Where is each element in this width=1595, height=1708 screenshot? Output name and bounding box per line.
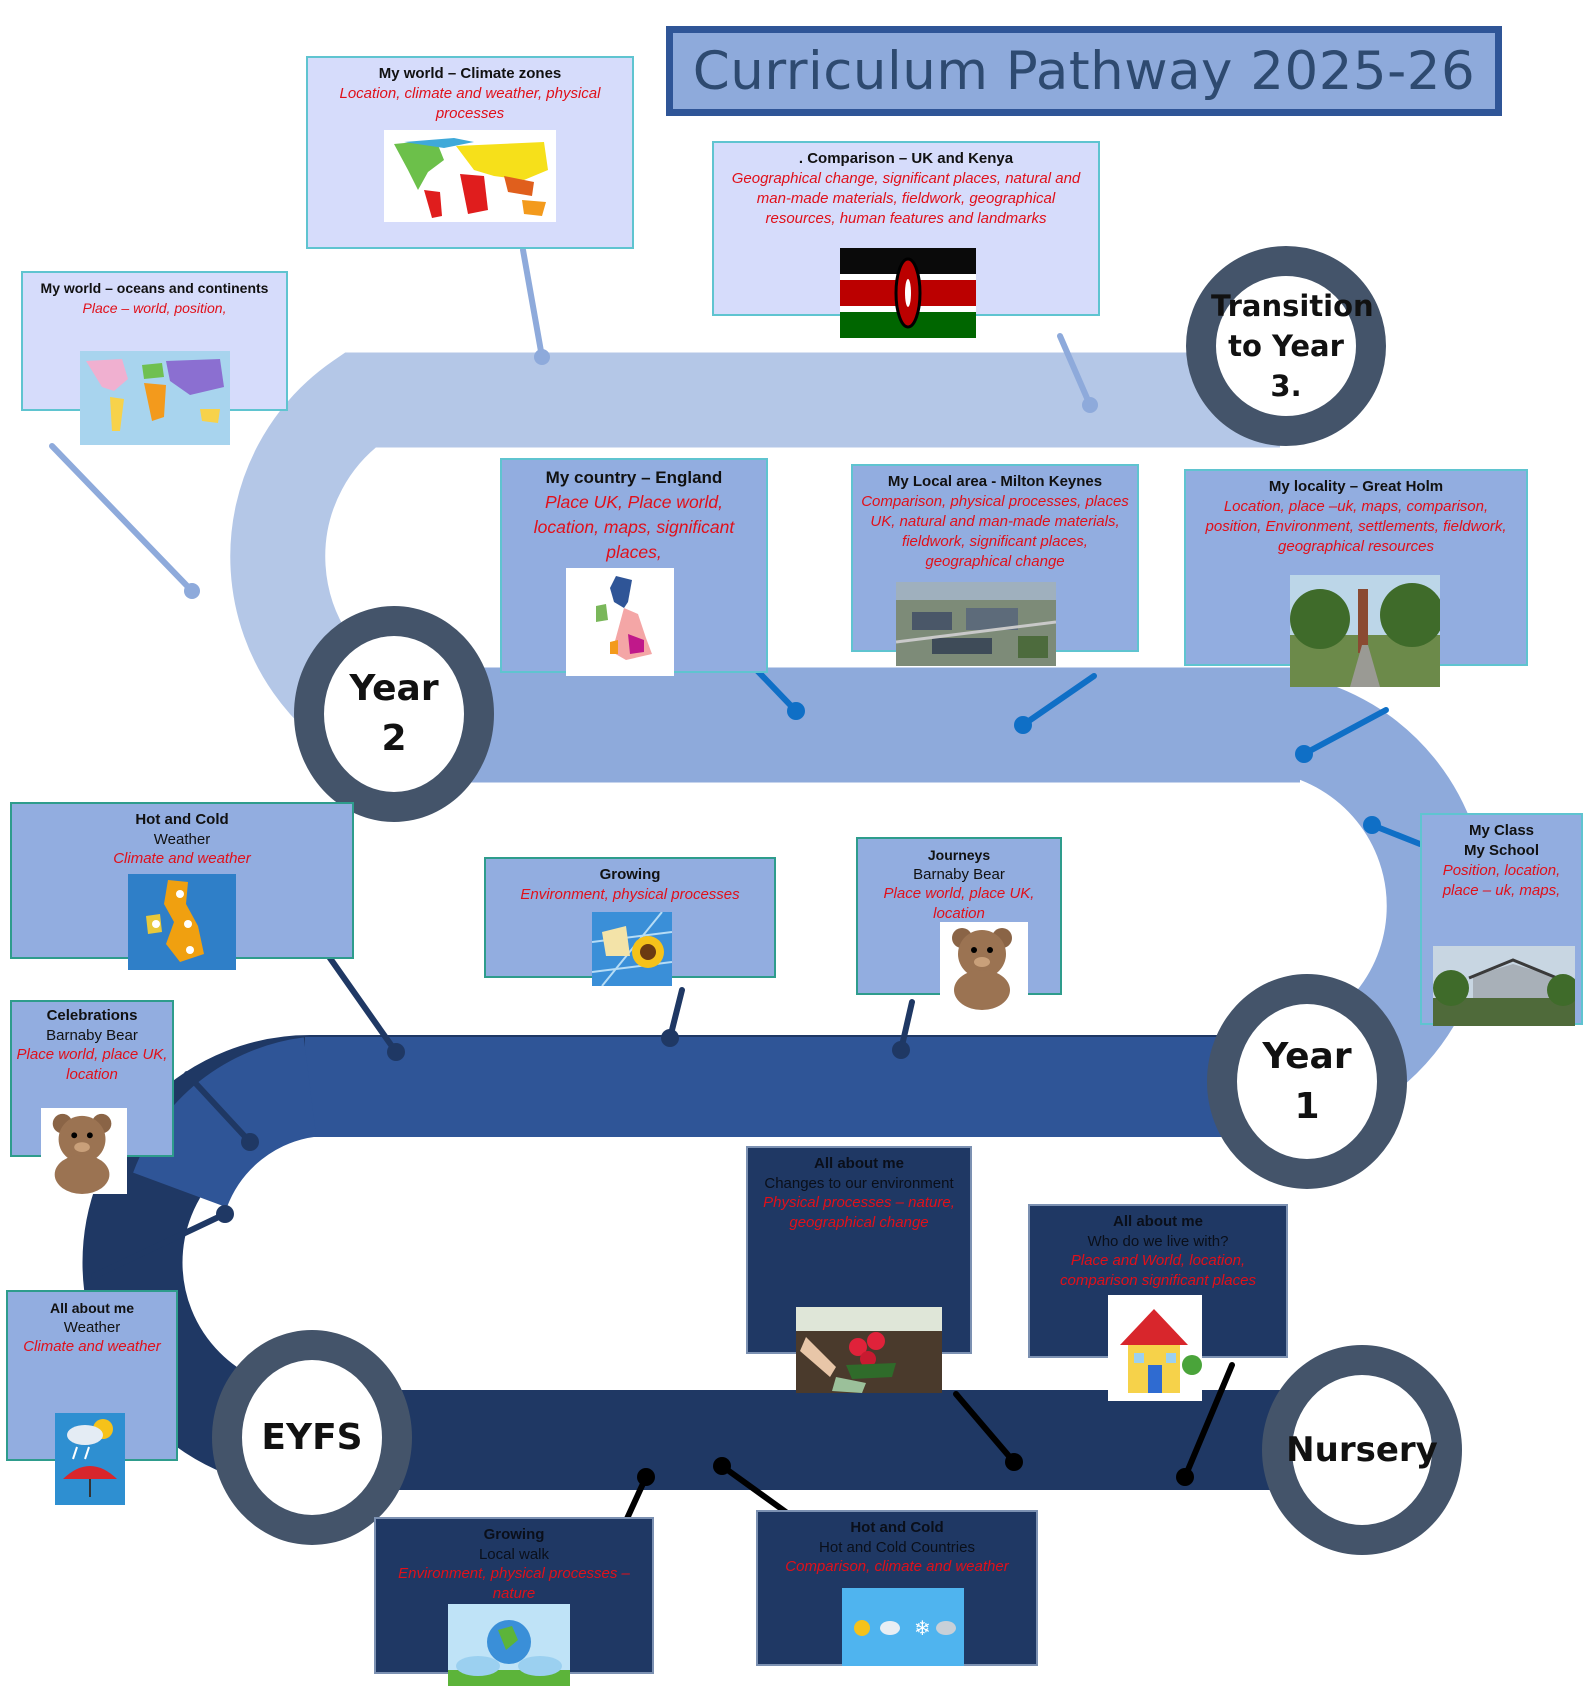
topic-subtitle: Weather xyxy=(153,831,211,848)
topic-keywords: Location, climate and weather, physical … xyxy=(339,85,601,122)
stage-year1-label: Year 1 xyxy=(1262,1035,1352,1127)
topic-title: Journeys xyxy=(927,847,991,863)
stage-transition-label: Transition to Year 3. xyxy=(1211,289,1374,403)
topic-title: Celebrations xyxy=(46,1007,138,1024)
teddy-bear-image xyxy=(940,922,1028,1010)
stage-eyfs-label: EYFS xyxy=(261,1417,363,1458)
stage-eyfs-circle: EYFS xyxy=(212,1330,412,1545)
topic-subtitle: Barnaby Bear xyxy=(913,866,1005,883)
topic-title: All about me xyxy=(813,1155,904,1172)
topic-keywords: Comparison, climate and weather xyxy=(785,1558,1009,1575)
topic-keywords: Place UK, Place world, location, maps, s… xyxy=(533,492,735,562)
svg-text:❄: ❄ xyxy=(914,1616,931,1640)
stage-nursery-circle: Nursery xyxy=(1262,1345,1462,1555)
teddy-bear-image xyxy=(41,1108,127,1194)
topic-climate-zones: My world – Climate zones Location, clima… xyxy=(306,56,634,249)
topic-title: Growing xyxy=(599,866,661,883)
topic-growing-local-walk: Growing Local walk Environment, physical… xyxy=(374,1517,654,1674)
topic-keywords: Physical processes – nature, geographica… xyxy=(763,1194,955,1231)
topic-england: My country – England Place UK, Place wor… xyxy=(500,458,768,673)
topic-title: . Comparison – UK and Kenya xyxy=(798,150,1014,167)
england-map-image xyxy=(566,568,674,676)
topic-subtitle: Local walk xyxy=(478,1546,550,1563)
kenya-flag-image xyxy=(840,248,976,338)
topic-milton-keynes: My Local area - Milton Keynes Comparison… xyxy=(851,464,1139,652)
topic-keywords: Climate and weather xyxy=(23,1338,161,1355)
stage-transition-circle: Transition to Year 3. xyxy=(1186,246,1386,446)
weather-symbols-image: ❄ xyxy=(842,1588,964,1666)
connector-lines xyxy=(49,247,1423,1537)
topic-title: All about me xyxy=(1112,1213,1203,1230)
uk-weather-map-image xyxy=(128,874,236,970)
topic-keywords: Place and World, location, comparison si… xyxy=(1060,1252,1256,1289)
stage-year2-circle: Year 2 xyxy=(294,606,494,822)
school-building-image xyxy=(1433,946,1575,1026)
topic-keywords: Climate and weather xyxy=(113,850,251,867)
stage-year2-label: Year 2 xyxy=(349,668,439,759)
topic-title: Growing xyxy=(483,1526,545,1543)
topic-title: My world – Climate zones xyxy=(378,65,562,82)
topic-title-2: My School xyxy=(1463,842,1539,859)
topic-title: All about me xyxy=(49,1300,134,1316)
topic-keywords: Location, place –uk, maps, comparison, p… xyxy=(1205,498,1507,555)
topic-title: My Local area - Milton Keynes xyxy=(887,473,1103,490)
great-holm-chimney-image xyxy=(1290,575,1440,687)
topic-keywords: Place world, place UK, location xyxy=(883,885,1035,922)
topic-title: My country – England xyxy=(545,468,723,487)
topic-subtitle: Barnaby Bear xyxy=(46,1027,138,1044)
topic-subtitle: Weather xyxy=(63,1319,121,1336)
topic-title: Hot and Cold xyxy=(135,811,229,828)
topic-keywords: Position, location, place – uk, maps, xyxy=(1442,862,1561,899)
topic-title: My locality – Great Holm xyxy=(1268,478,1444,495)
topic-title: My world – oceans and continents xyxy=(40,280,269,296)
topic-celebrations: Celebrations Barnaby Bear Place world, p… xyxy=(10,1000,174,1157)
topic-keywords: Environment, physical processes xyxy=(520,886,740,903)
topic-subtitle: Changes to our environment xyxy=(764,1175,954,1192)
planting-flowers-image xyxy=(796,1307,942,1393)
world-map-image xyxy=(80,351,230,445)
topic-keywords: Comparison, physical processes, places U… xyxy=(861,493,1129,570)
stage-nursery-label: Nursery xyxy=(1286,1430,1438,1470)
topic-title: Hot and Cold xyxy=(850,1519,944,1536)
weather-umbrella-image xyxy=(55,1413,125,1505)
climate-map-image xyxy=(384,130,556,222)
topic-subtitle: Who do we live with? xyxy=(1087,1233,1229,1250)
topic-keywords: Geographical change, significant places,… xyxy=(731,170,1081,227)
stage-year1-circle: Year 1 xyxy=(1207,974,1407,1189)
topic-title: My Class xyxy=(1468,822,1535,839)
milton-keynes-aerial-image xyxy=(896,582,1056,666)
topic-keywords: Place – world, position, xyxy=(82,300,227,316)
title-banner: Curriculum Pathway 2025-26 xyxy=(666,26,1502,116)
page-title: Curriculum Pathway 2025-26 xyxy=(692,40,1476,102)
house-image xyxy=(1108,1295,1202,1401)
topic-keywords: Place world, place UK, location xyxy=(16,1046,168,1083)
earth-hands-image xyxy=(448,1604,570,1686)
topic-subtitle: Hot and Cold Countries xyxy=(819,1539,975,1556)
sunflower-image xyxy=(592,912,672,986)
topic-keywords: Environment, physical processes – nature xyxy=(398,1565,630,1602)
